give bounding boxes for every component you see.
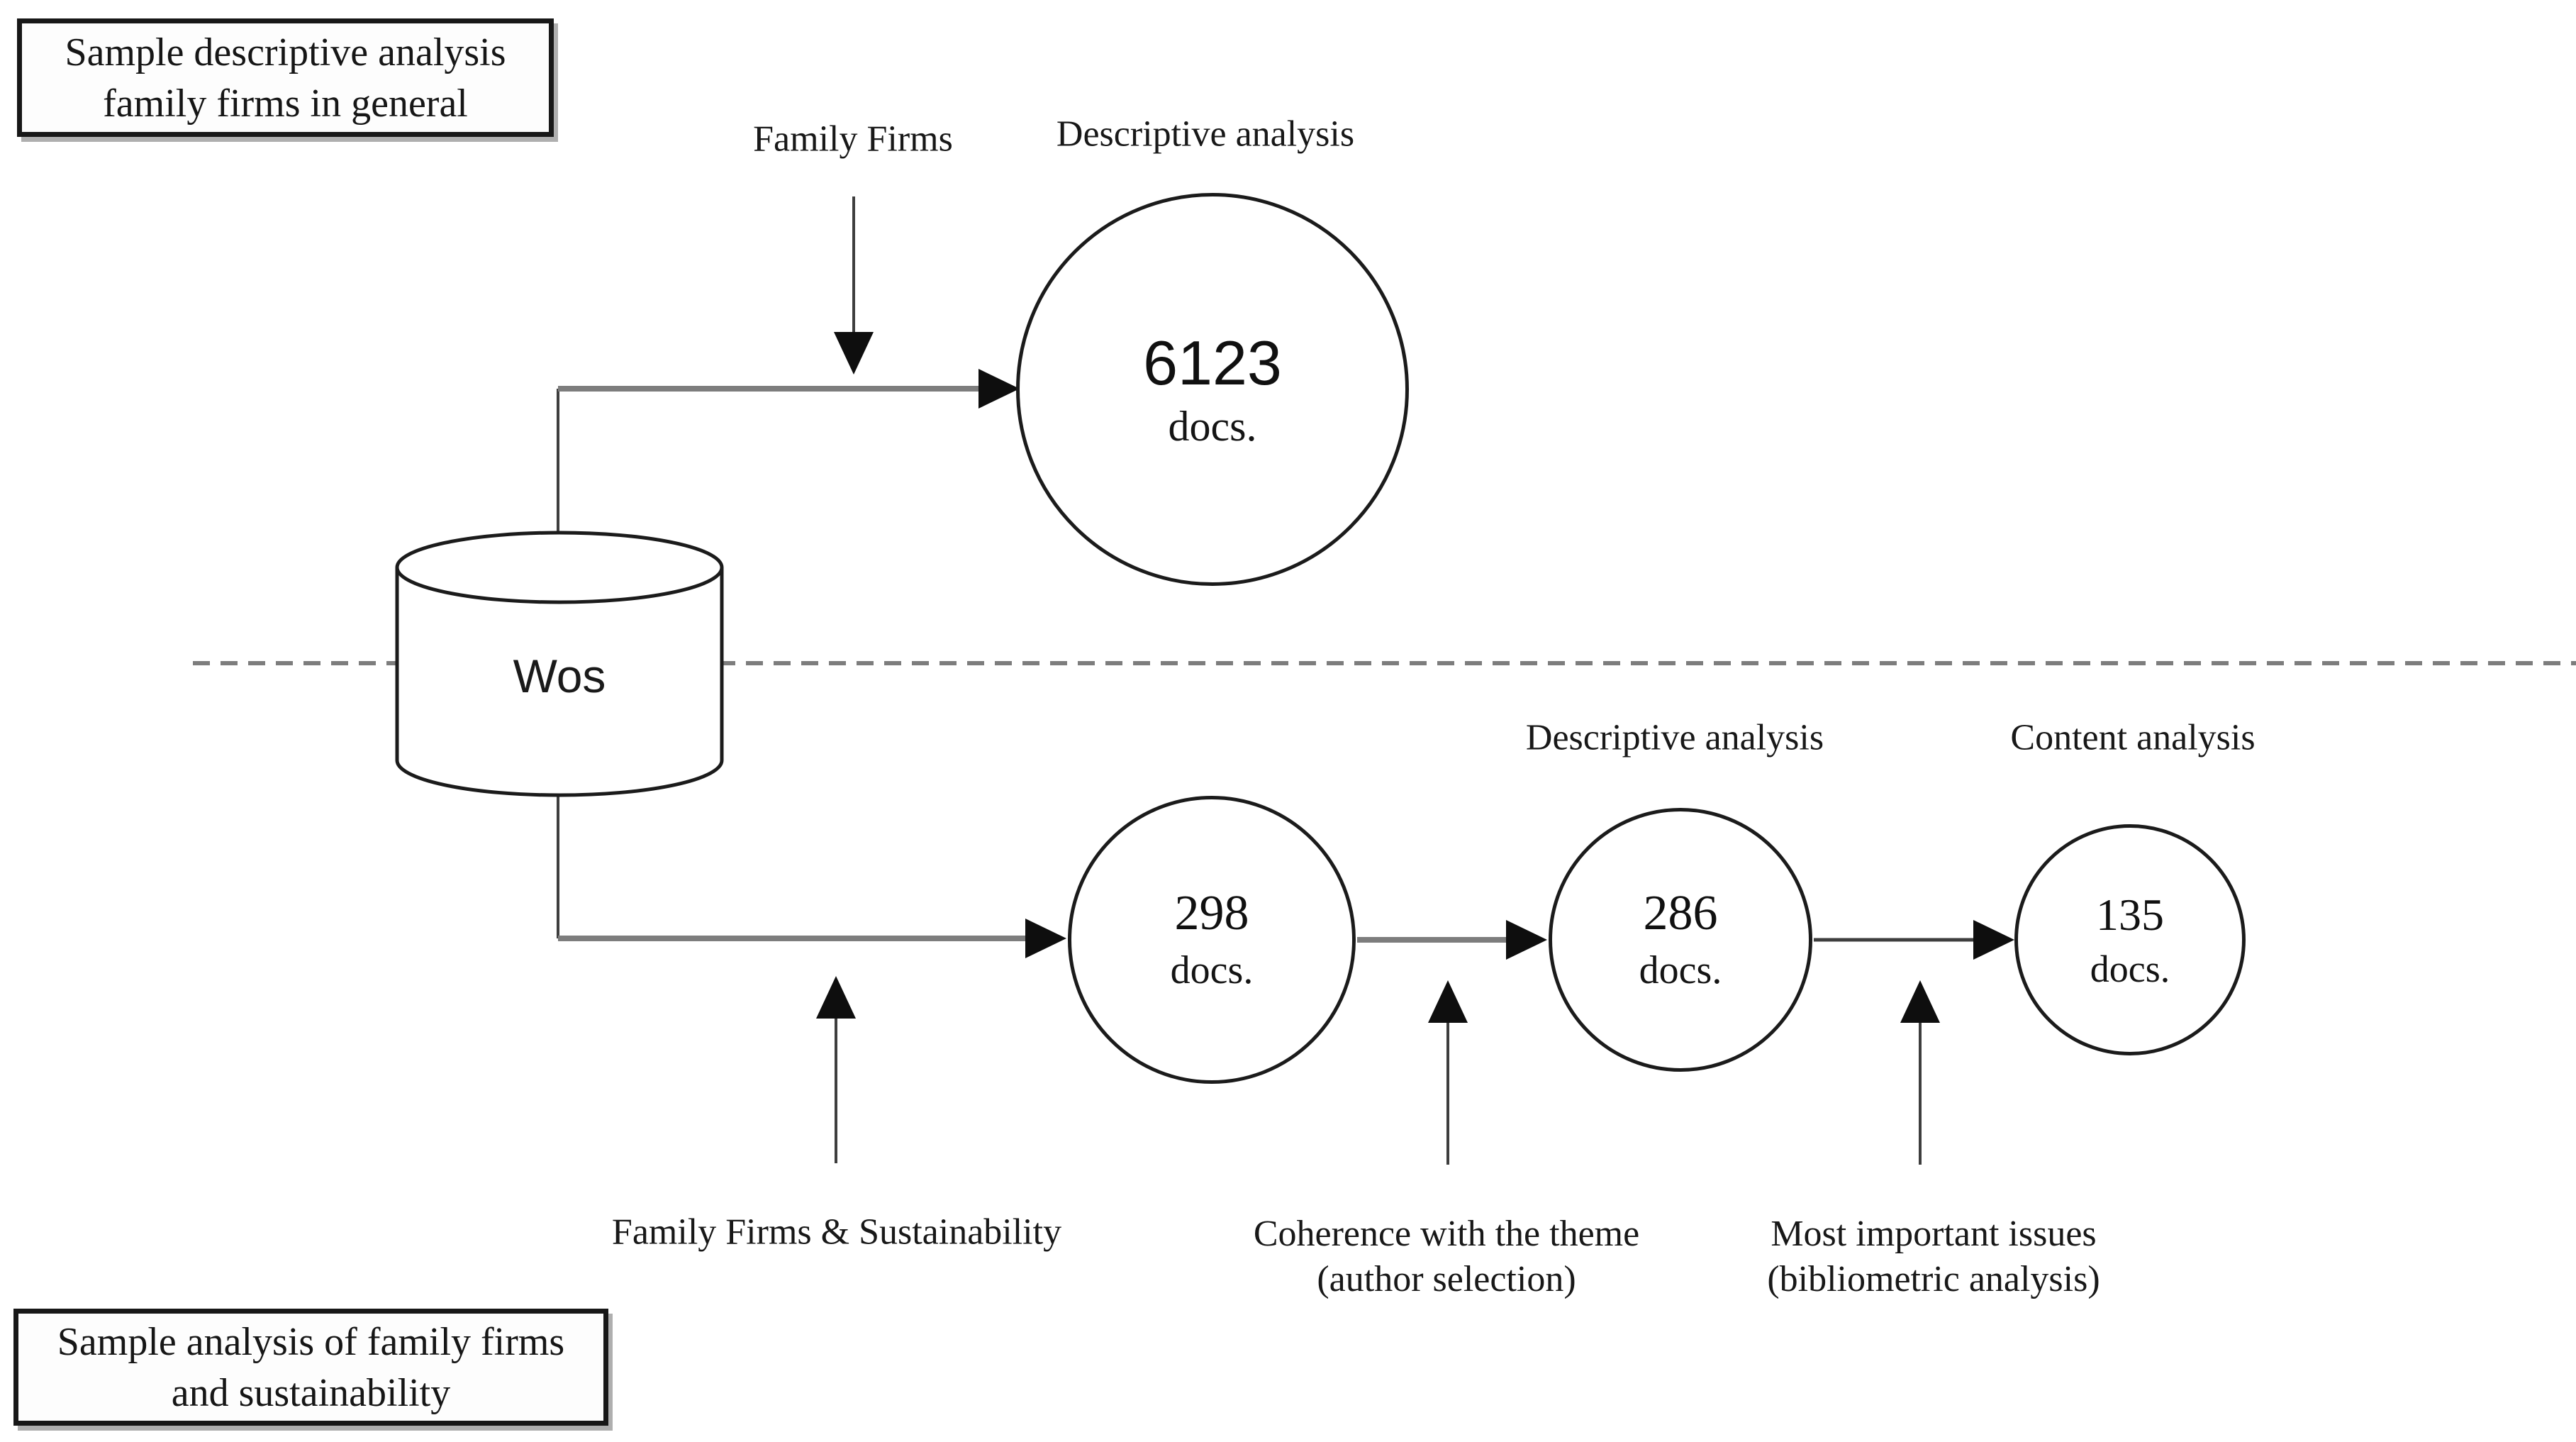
wos-database-cylinder-body (395, 567, 724, 797)
doc-unit: docs. (2090, 948, 2170, 990)
doc-node-6123: 6123 docs. (1016, 193, 1409, 586)
doc-count: 135 (2096, 889, 2164, 940)
issues-filter-arrowhead-icon (1900, 980, 1940, 1023)
doc-unit: docs. (1168, 403, 1257, 450)
stage-label-descriptive-analysis-bottom: Descriptive analysis (1525, 717, 1824, 758)
arrowhead-into-135-icon (1973, 920, 2014, 960)
annotation-line: and sustainability (171, 1370, 451, 1415)
wos-database-label: Wos (513, 650, 606, 702)
doc-unit: docs. (1170, 948, 1254, 992)
coherence-filter-arrowhead-icon (1428, 980, 1468, 1023)
filter-label-coherence: Coherence with the theme (author selecti… (1254, 1211, 1639, 1302)
doc-node-298: 298 docs. (1068, 796, 1356, 1084)
stage-label-content-analysis: Content analysis (2010, 717, 2256, 758)
doc-count: 286 (1643, 886, 1718, 941)
annotation-line: Sample analysis of family firms (57, 1319, 565, 1364)
filter-label-line: Most important issues (1771, 1214, 2097, 1254)
annotation-line: Sample descriptive analysis (65, 30, 506, 74)
wos-database-cylinder-top (395, 531, 724, 604)
arrowhead-into-6123-icon (978, 369, 1020, 409)
filter-label-line: (author selection) (1317, 1259, 1576, 1299)
doc-unit: docs. (1639, 948, 1722, 992)
arrowhead-into-286-icon (1506, 920, 1547, 960)
doc-count: 298 (1174, 886, 1249, 941)
doc-count: 6123 (1143, 328, 1282, 398)
annotation-line: family firms in general (103, 81, 468, 126)
filter-label-most-important-issues: Most important issues (bibliometric anal… (1767, 1211, 2100, 1302)
annotation-box-bottom-left: Sample analysis of family firms and sust… (13, 1309, 608, 1426)
arrowhead-into-298-icon (1025, 919, 1066, 958)
query-label-family-firms-sustainability: Family Firms & Sustainability (611, 1211, 1062, 1253)
stage-label-descriptive-analysis-top: Descriptive analysis (1056, 113, 1355, 155)
filter-label-line: Coherence with the theme (1253, 1214, 1640, 1254)
sustainability-query-arrowhead-icon (816, 976, 856, 1019)
filter-label-line: (bibliometric analysis) (1767, 1259, 2100, 1299)
family-firms-query-arrowhead-icon (834, 332, 874, 375)
doc-node-135: 135 docs. (2014, 824, 2246, 1055)
query-label-family-firms: Family Firms (753, 118, 953, 160)
annotation-box-top-left: Sample descriptive analysis family firms… (17, 18, 554, 137)
doc-node-286: 286 docs. (1549, 808, 1812, 1072)
